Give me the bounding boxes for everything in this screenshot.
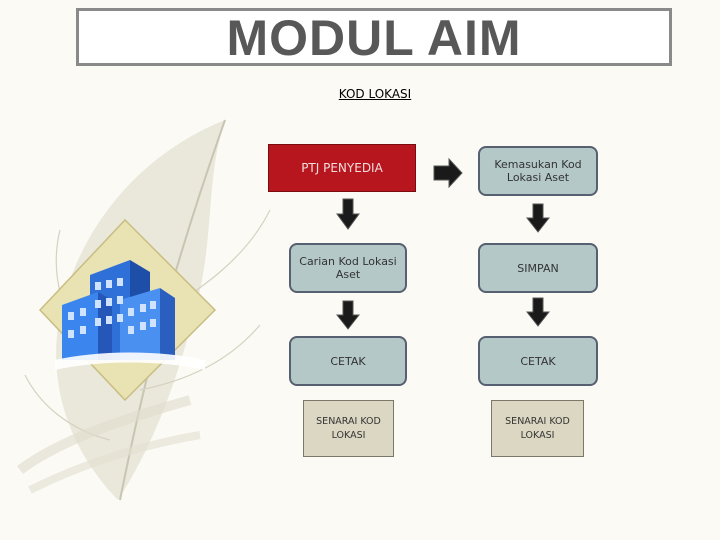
arrow-down-icon (526, 297, 550, 327)
title-banner: MODUL AIM (76, 8, 672, 66)
ptj-penyedia-box: PTJ PENYEDIA (268, 144, 416, 192)
arrow-down-icon (336, 198, 360, 230)
feather-building-illustration (17, 119, 271, 501)
kemasukan-kod-label: Kemasukan Kod Lokasi Aset (494, 158, 582, 184)
simpan-box: SIMPAN (478, 243, 598, 293)
cetak-right-label: CETAK (520, 354, 556, 368)
ptj-penyedia-label: PTJ PENYEDIA (301, 161, 383, 175)
building-icon (38, 218, 217, 402)
page-title: MODUL AIM (226, 10, 522, 66)
section-subtitle: KOD LOKASI (338, 87, 412, 101)
senarai-kod-left-box: SENARAI KOD LOKASI (303, 400, 394, 457)
arrow-right-icon (433, 158, 463, 188)
arrow-down-icon (336, 300, 360, 330)
senarai-kod-right-box: SENARAI KOD LOKASI (491, 400, 584, 457)
arrow-down-icon (526, 203, 550, 233)
carian-kod-lokasi-label: Carian Kod Lokasi Aset (299, 255, 397, 281)
cetak-left-label: CETAK (330, 354, 366, 368)
cetak-left-box: CETAK (289, 336, 407, 386)
simpan-label: SIMPAN (517, 261, 559, 275)
cetak-right-box: CETAK (478, 336, 598, 386)
kemasukan-kod-box: Kemasukan Kod Lokasi Aset (478, 146, 598, 196)
senarai-kod-right-label: SENARAI KOD LOKASI (505, 415, 570, 441)
carian-kod-lokasi-box: Carian Kod Lokasi Aset (289, 243, 407, 293)
senarai-kod-left-label: SENARAI KOD LOKASI (316, 415, 381, 441)
